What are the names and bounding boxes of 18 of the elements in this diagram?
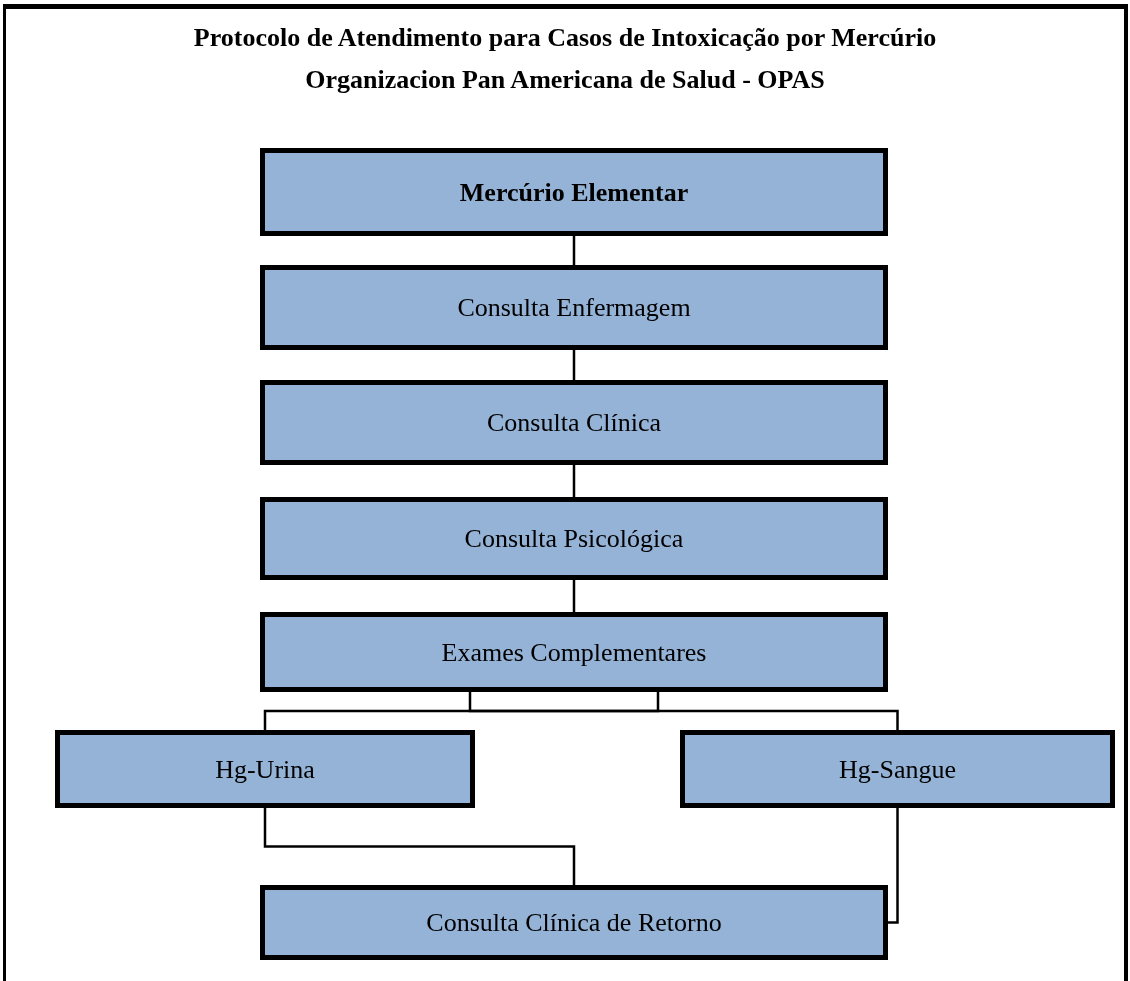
process-box: Consulta Enfermagem	[260, 265, 888, 350]
process-box: Hg-Urina	[55, 730, 475, 808]
process-box: Hg-Sangue	[680, 730, 1115, 808]
process-box: Mercúrio Elementar	[260, 148, 888, 236]
subtitle: Organizacion Pan Americana de Salud - OPAS	[305, 64, 825, 96]
connector-line	[572, 580, 576, 612]
connector-line	[572, 465, 576, 497]
connector-line	[888, 808, 899, 924]
title: Protocolo de Atendimento para Casos de Intoxicação por Mercúrio	[193, 22, 937, 54]
connector-line	[468, 692, 899, 730]
process-box: Consulta Clínica	[260, 380, 888, 465]
process-box: Exames Complementares	[260, 612, 888, 692]
connector-line	[263, 808, 576, 885]
process-box: Consulta Clínica de Retorno	[260, 885, 888, 960]
process-box: Consulta Psicológica	[260, 497, 888, 580]
connector-line	[572, 236, 576, 265]
connector-line	[572, 350, 576, 380]
connector-line	[263, 692, 660, 730]
